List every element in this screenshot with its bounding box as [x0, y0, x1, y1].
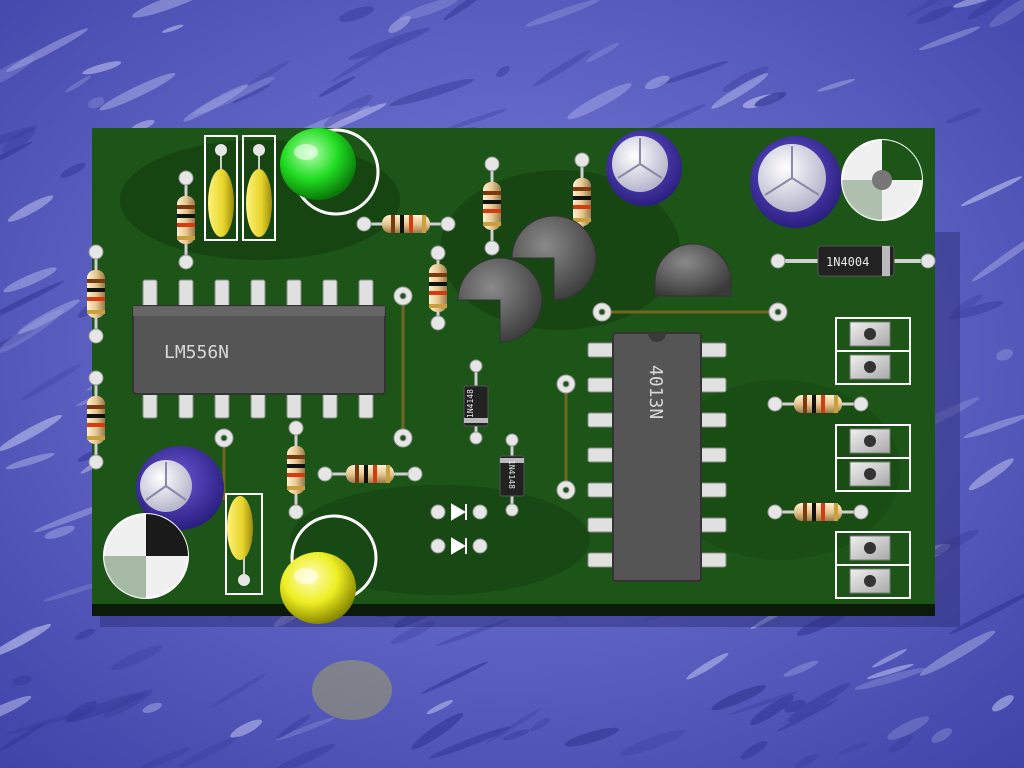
resistor — [177, 170, 195, 270]
copper-traces — [222, 296, 778, 500]
diode-symbols — [451, 503, 467, 555]
film-capacitors — [204, 135, 276, 595]
resistor — [287, 420, 305, 520]
ic-pin — [587, 342, 617, 358]
ic-pin — [697, 447, 727, 463]
ic-pin — [697, 482, 727, 498]
ic-pin — [587, 482, 617, 498]
film-capacitor-3 — [225, 493, 263, 595]
ic-pin — [697, 412, 727, 428]
diode-1n4004: 1N4004 — [770, 245, 936, 277]
pcb-edge — [92, 604, 935, 616]
ic-pin — [587, 447, 617, 463]
ic-pin — [697, 377, 727, 393]
resistor — [767, 503, 869, 521]
ic-pin — [587, 552, 617, 568]
screw-terminal — [835, 424, 911, 492]
resistor — [767, 395, 869, 413]
electrolytic-capacitors — [136, 130, 842, 530]
film-capacitor-2 — [242, 135, 276, 241]
resistor — [317, 465, 423, 483]
led-yellow — [280, 514, 392, 720]
led-green — [280, 128, 380, 216]
resistor — [429, 245, 447, 331]
diode-1n4148-b: 1N4148 — [499, 433, 525, 517]
diode-body — [499, 455, 525, 497]
diode-label: 1N4004 — [826, 255, 869, 269]
screw-terminals — [835, 317, 911, 599]
ic-4013n: 4013N — [587, 332, 727, 582]
capacitor-footprints — [103, 139, 923, 599]
screw-terminal — [835, 317, 911, 385]
resistors — [87, 152, 869, 521]
ic-pin — [587, 517, 617, 533]
cap-footprint-2 — [103, 513, 189, 599]
screw-terminal — [835, 531, 911, 599]
transistor-1 — [457, 257, 543, 343]
cap-footprint-1 — [841, 139, 923, 221]
ic-lm556n: LM556N — [132, 279, 386, 419]
ic-pin — [697, 517, 727, 533]
ic-pins — [142, 279, 374, 311]
transistor-3 — [654, 243, 732, 297]
electrolytic-capacitor-2 — [750, 136, 842, 228]
resistor — [356, 215, 456, 233]
ic-pin — [697, 552, 727, 568]
electrolytic-capacitor-3 — [136, 446, 224, 530]
diode-1n4148-a: 1N4148 — [463, 359, 489, 445]
ic-pins — [697, 342, 727, 568]
solder-pads — [214, 286, 788, 554]
transistors — [457, 215, 732, 343]
ic-pins — [142, 389, 374, 419]
ic-pin — [587, 412, 617, 428]
ic-pin — [587, 377, 617, 393]
ic-label: 4013N — [645, 365, 666, 419]
film-capacitor-1 — [204, 135, 238, 241]
resistor — [87, 244, 105, 344]
ic-pin — [697, 342, 727, 358]
electrolytic-capacitor-1 — [606, 130, 682, 206]
diode-label: 1N4148 — [507, 460, 516, 489]
diode-body — [463, 385, 489, 427]
diode-body — [817, 245, 895, 277]
diode-label: 1N4148 — [466, 389, 475, 418]
transistor-2 — [511, 215, 597, 301]
resistor — [483, 156, 501, 256]
ic-label: LM556N — [164, 342, 229, 363]
resistor — [87, 370, 105, 470]
